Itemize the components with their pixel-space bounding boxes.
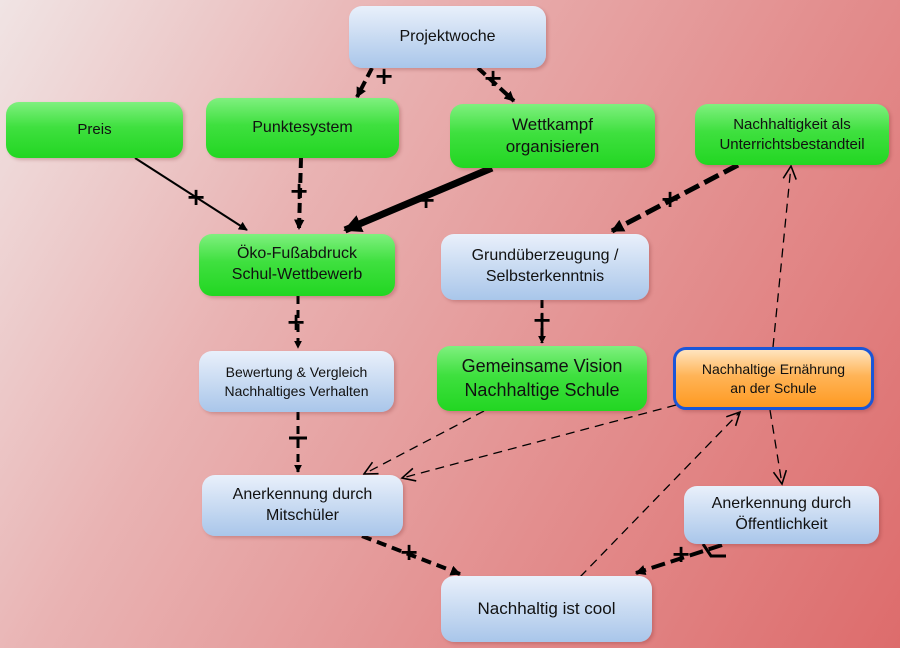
edge-oeffentlichkeit-cool <box>635 543 723 576</box>
node-label: Punktesystem <box>252 118 353 136</box>
edge-cool-ernaehrung <box>579 412 740 578</box>
edge-preis-oeko <box>134 157 248 231</box>
polarity-tick <box>701 543 726 558</box>
node-label: Projektwoche <box>399 27 496 45</box>
node-punktesystem[interactable]: Punktesystem <box>206 98 399 158</box>
plus-label: + <box>532 306 552 334</box>
plus-label: + <box>399 538 419 566</box>
edge-punktesystem-oeko <box>294 157 305 231</box>
node-label: Preis <box>77 121 112 139</box>
edge-wettkampf-oeko <box>343 164 494 234</box>
node-label: Öko-Fußabdruck Schul-Wettbewerb <box>231 245 363 283</box>
node-anerkennung-mitschueler[interactable]: Anerkennung durch Mitschüler <box>202 475 403 536</box>
node-preis[interactable]: Preis <box>6 102 183 158</box>
plus-label: + <box>483 64 503 92</box>
node-label: Gemeinsame Vision Nachhaltige Schule <box>461 356 623 400</box>
edge-vision-anerkennung <box>364 410 485 474</box>
node-label: Grundüberzeugung / Selbsterkenntnis <box>471 247 619 285</box>
plus-label: + <box>660 185 680 213</box>
node-nachhaltig-cool[interactable]: Nachhaltig ist cool <box>441 576 652 642</box>
edge-ernaehrung-anerkennung <box>402 404 677 478</box>
node-nachhaltigkeit-unterricht[interactable]: Nachhaltigkeit als Unterrichtsbestandtei… <box>695 104 889 165</box>
edge-projektwoche-wettkampf <box>476 66 516 103</box>
plus-label: + <box>286 308 306 336</box>
edge-ernaehrung-unterricht <box>772 166 791 348</box>
node-anerkennung-oeffentlichkeit[interactable]: Anerkennung durch Öffentlichkeit <box>684 486 879 544</box>
node-projektwoche[interactable]: Projektwoche <box>349 6 546 68</box>
plus-label: + <box>289 177 309 205</box>
node-vision[interactable]: Gemeinsame Vision Nachhaltige Schule <box>437 346 647 411</box>
polarity-tick <box>289 436 307 446</box>
node-label: Nachhaltig ist cool <box>477 598 616 618</box>
node-label: Anerkennung durch Mitschüler <box>232 485 373 524</box>
node-oeko-fussabdruck[interactable]: Öko-Fußabdruck Schul-Wettbewerb <box>199 234 395 296</box>
plus-label: + <box>416 186 436 214</box>
node-label: Anerkennung durch Öffentlichkeit <box>711 495 852 533</box>
node-label: Nachhaltigkeit als Unterrichtsbestandtei… <box>719 116 865 153</box>
node-wettkampf[interactable]: Wettkampf organisieren <box>450 104 655 168</box>
edge-unterricht-grundueberzeugung <box>610 162 740 234</box>
node-label: Wettkampf organisieren <box>505 114 600 156</box>
node-ernaehrung[interactable]: Nachhaltige Ernährung an der Schule <box>673 347 874 410</box>
edge-anerkennung-cool <box>361 534 461 576</box>
plus-label: + <box>671 540 691 568</box>
plus-label: + <box>186 183 206 211</box>
node-label: Nachhaltige Ernährung an der Schule <box>701 361 846 396</box>
edge-ernaehrung-oeffentlichkeit <box>769 409 782 484</box>
node-label: Bewertung & Vergleich Nachhaltiges Verha… <box>224 364 369 399</box>
edge-projektwoche-punktesystem <box>355 67 374 98</box>
plus-label: + <box>374 62 394 90</box>
node-grundueberzeugung[interactable]: Grundüberzeugung / Selbsterkenntnis <box>441 234 649 300</box>
node-bewertung[interactable]: Bewertung & Vergleich Nachhaltiges Verha… <box>199 351 394 412</box>
